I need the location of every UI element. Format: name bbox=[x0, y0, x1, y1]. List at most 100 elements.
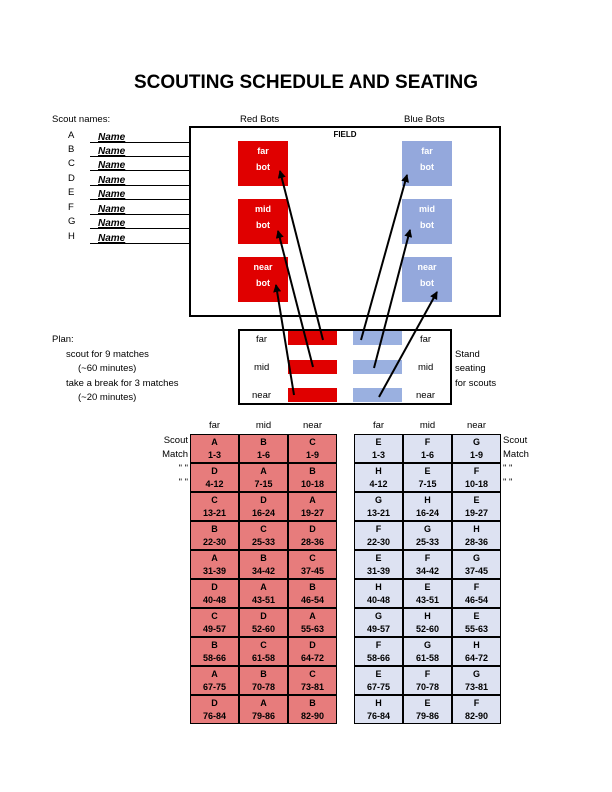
scout-letter: E bbox=[375, 437, 382, 447]
blue-schedule-cell: E 31-39 bbox=[354, 550, 403, 579]
scout-letter: B bbox=[211, 524, 218, 534]
bot-label: bot bbox=[420, 220, 434, 230]
schedule-row-label: Match bbox=[503, 449, 529, 460]
scout-letter: B bbox=[260, 553, 267, 563]
scout-name-line bbox=[90, 185, 189, 186]
scout-name[interactable]: Name bbox=[98, 189, 126, 200]
bot-label: mid bbox=[418, 204, 435, 214]
match-range: 37-45 bbox=[464, 566, 489, 576]
match-range: 16-24 bbox=[251, 508, 276, 518]
red-schedule-cell: D 16-24 bbox=[239, 492, 288, 521]
scout-letter: D bbox=[309, 524, 316, 534]
plan-line: take a break for 3 matches bbox=[66, 378, 179, 389]
scout-letter: F bbox=[424, 437, 431, 447]
match-range: 40-48 bbox=[202, 595, 227, 605]
arrow-red-near bbox=[273, 284, 295, 396]
scout-letter: E bbox=[424, 582, 431, 592]
match-range: 70-78 bbox=[415, 682, 440, 692]
scout-name[interactable]: Name bbox=[98, 218, 126, 229]
bot-label: bot bbox=[256, 278, 270, 288]
scout-name[interactable]: Name bbox=[98, 233, 126, 244]
match-range: 1-9 bbox=[469, 450, 483, 460]
scout-letter: H bbox=[375, 466, 382, 476]
scout-name[interactable]: Name bbox=[98, 160, 126, 171]
scout-name[interactable]: Name bbox=[98, 132, 126, 143]
match-range: 31-39 bbox=[202, 566, 227, 576]
match-range: 7-15 bbox=[418, 479, 437, 489]
match-range: 64-72 bbox=[300, 653, 325, 663]
match-range: 19-27 bbox=[464, 508, 489, 518]
stand-row-label: far bbox=[420, 334, 432, 345]
match-range: 52-60 bbox=[251, 624, 276, 634]
schedule-column-header: far bbox=[208, 420, 221, 431]
match-range: 73-81 bbox=[464, 682, 489, 692]
scout-letter: A bbox=[260, 698, 267, 708]
match-range: 61-58 bbox=[251, 653, 276, 663]
match-range: 55-63 bbox=[464, 624, 489, 634]
match-range: 13-21 bbox=[202, 508, 227, 518]
scout-letter: D bbox=[260, 495, 267, 505]
scout-name[interactable]: Name bbox=[98, 204, 126, 215]
scout-name-line bbox=[90, 142, 189, 143]
scout-letter: A bbox=[211, 553, 218, 563]
match-range: 22-30 bbox=[202, 537, 227, 547]
schedule-row-label: " " bbox=[178, 477, 188, 488]
blue-bots-label: Blue Bots bbox=[404, 114, 445, 125]
schedule-column-header: near bbox=[466, 420, 486, 431]
match-range: 1-9 bbox=[305, 450, 319, 460]
schedule-column-header: far bbox=[372, 420, 385, 431]
match-range: 46-54 bbox=[300, 595, 325, 605]
plan-line: (~20 minutes) bbox=[78, 392, 137, 403]
scout-letter: G bbox=[423, 640, 431, 650]
scout-name[interactable]: Name bbox=[98, 175, 126, 186]
plan-line: scout for 9 matches bbox=[66, 349, 149, 360]
scout-letter: C bbox=[309, 669, 316, 679]
scout-name-line bbox=[90, 199, 189, 200]
scout-letter: B bbox=[260, 669, 267, 679]
match-range: 49-57 bbox=[366, 624, 391, 634]
schedule-column-header: mid bbox=[255, 420, 272, 431]
scout-letter: H bbox=[375, 698, 382, 708]
schedule-row-label: Match bbox=[162, 449, 188, 460]
bot-label: mid bbox=[254, 204, 271, 214]
match-range: 79-86 bbox=[415, 711, 440, 721]
match-range: 67-75 bbox=[202, 682, 227, 692]
scout-name-line bbox=[90, 170, 189, 171]
match-range: 31-39 bbox=[366, 566, 391, 576]
stand-row-label: mid bbox=[418, 362, 434, 373]
scout-name[interactable]: Name bbox=[98, 146, 126, 157]
scout-letter: F bbox=[473, 582, 480, 592]
bot-label: bot bbox=[420, 162, 434, 172]
scout-letter: E bbox=[375, 553, 382, 563]
match-range: 25-33 bbox=[251, 537, 276, 547]
scout-letter: G bbox=[374, 495, 382, 505]
plan-line: (~60 minutes) bbox=[78, 363, 137, 374]
match-range: 40-48 bbox=[366, 595, 391, 605]
scout-letter: C bbox=[211, 611, 218, 621]
red-far-seat bbox=[288, 331, 337, 345]
scout-letter: C bbox=[260, 524, 267, 534]
match-range: 1-6 bbox=[256, 450, 270, 460]
